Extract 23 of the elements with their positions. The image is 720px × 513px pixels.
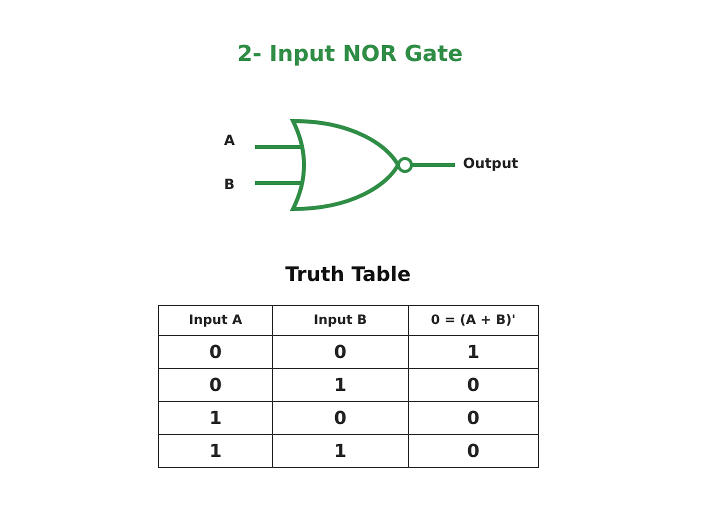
table-cell: 1 xyxy=(408,336,538,368)
pin-label: A xyxy=(224,133,235,149)
table-cell: 1 xyxy=(272,368,408,402)
table-cell: 0 xyxy=(272,336,408,368)
wire xyxy=(255,181,300,185)
pin-label: B xyxy=(224,177,235,193)
table-heading: Truth Table xyxy=(284,262,412,286)
column-header: Input A xyxy=(158,306,272,336)
pin-label: Output xyxy=(463,156,518,172)
table-cell: 0 xyxy=(408,402,538,434)
title: 2- Input NOR Gate xyxy=(236,42,464,67)
wire xyxy=(412,163,455,167)
table-cell: 1 xyxy=(272,434,408,468)
wire xyxy=(255,145,302,149)
table-cell: 1 xyxy=(158,402,272,434)
table-cell: 0 xyxy=(408,434,538,468)
column-header: Input B xyxy=(272,306,408,336)
table-cell: 1 xyxy=(158,434,272,468)
table-cell: 0 xyxy=(158,368,272,402)
table-cell: 0 xyxy=(272,402,408,434)
table-cell: 0 xyxy=(408,368,538,402)
column-header: 0 = (A + B)' xyxy=(408,306,538,336)
table-cell: 0 xyxy=(158,336,272,368)
